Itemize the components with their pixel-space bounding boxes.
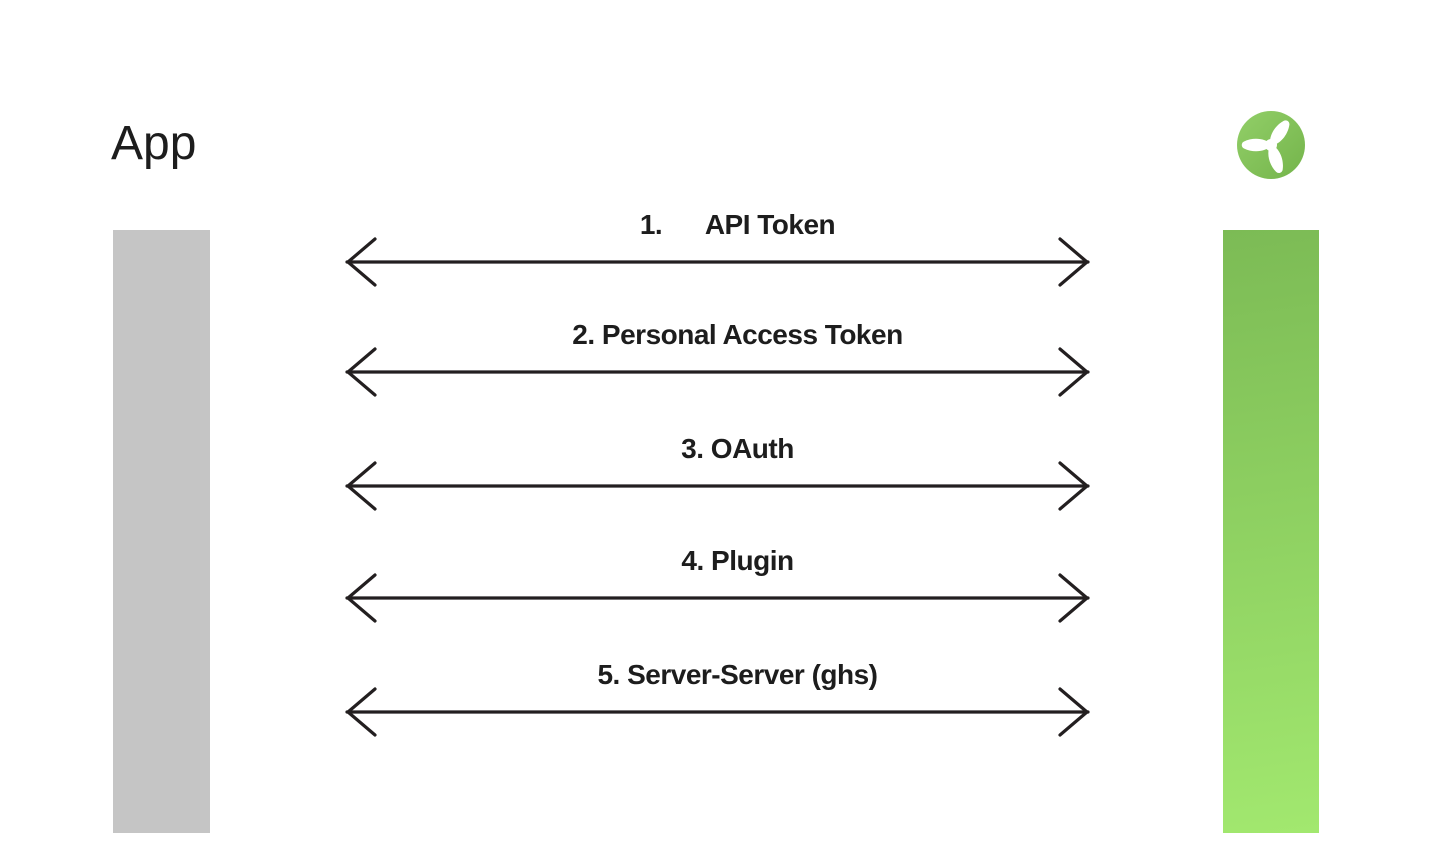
double-arrow-icon: [345, 461, 1090, 511]
connection-label: 2. Personal Access Token: [572, 319, 903, 350]
connection-label: 5. Server-Server (ghs): [597, 659, 878, 690]
right-entity-bar: [1223, 230, 1319, 833]
connection-label: 3. OAuth: [681, 433, 794, 464]
connection-row-plugin: 4. Plugin: [345, 544, 1090, 628]
propeller-logo-icon: [1237, 111, 1305, 179]
double-arrow-icon: [345, 237, 1090, 287]
connection-label: 1. API Token: [639, 209, 836, 240]
connection-row-personal-access-token: 2. Personal Access Token: [345, 318, 1090, 402]
connection-row-api-token: 1. API Token: [345, 208, 1090, 292]
left-entity-title: App: [111, 117, 197, 170]
double-arrow-icon: [345, 687, 1090, 737]
connection-row-server-server: 5. Server-Server (ghs): [345, 658, 1090, 742]
connection-row-oauth: 3. OAuth: [345, 432, 1090, 516]
left-entity-bar: [113, 230, 210, 833]
connection-label: 4. Plugin: [681, 545, 794, 576]
double-arrow-icon: [345, 347, 1090, 397]
propeller-blades: [1241, 117, 1293, 175]
double-arrow-icon: [345, 573, 1090, 623]
